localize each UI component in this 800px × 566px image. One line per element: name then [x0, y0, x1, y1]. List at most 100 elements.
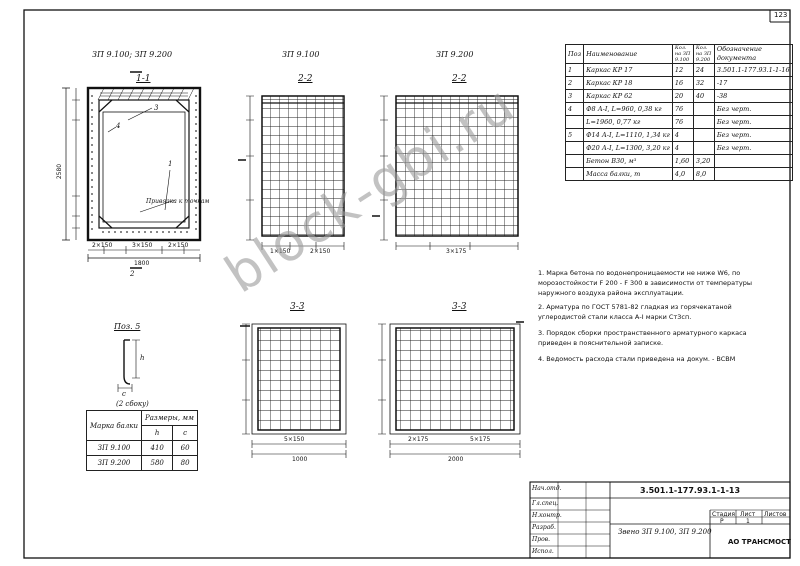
spec-cell: Ф20 А-I, L=1300, 3,20 кг: [583, 141, 673, 155]
section-3-3-right-drawing: [378, 321, 524, 458]
spec-cell: Ф8 А-I, L=960, 0,38 кг: [583, 102, 673, 116]
spec-cell: Каркас КР 18: [583, 76, 673, 90]
spec-cell: [692, 102, 715, 116]
section-label-3-3-left: 3-3: [290, 302, 305, 312]
note-1: 1. Марка бетона по водонепроницаемости н…: [538, 269, 752, 297]
spec-cell: Без черт.: [713, 141, 793, 155]
spec-cell: 5: [564, 128, 585, 142]
brand-cell: 80: [172, 455, 198, 471]
title-block-row-4: Пров.: [532, 536, 551, 543]
spec-cell: L=1960, 0,77 кг: [583, 115, 673, 129]
spec-cell: 3,20: [692, 154, 715, 168]
spec-header-pos: Поз: [564, 44, 585, 64]
title-middle: ЗП 9.100: [282, 50, 320, 59]
section-label-3-3-right: 3-3: [452, 302, 467, 312]
section-2-2-right-drawing: [372, 95, 519, 250]
brand-dimensions-table: Марка балки Размеры, мм h c ЗП 9.100 410…: [86, 410, 198, 471]
specification-table: Поз Наименование Кол. на ЗП 9.100 Кол. н…: [564, 44, 793, 181]
brand-header-sizes: Размеры, мм: [141, 410, 198, 426]
spec-cell: 1: [564, 63, 585, 77]
callout-1: 1: [168, 160, 173, 168]
spec-cell: 40: [692, 89, 715, 103]
brand-cell: 60: [172, 440, 198, 456]
table-row: ЗП 9.200 580 80: [86, 455, 198, 471]
brand-cell: ЗП 9.200: [86, 455, 142, 471]
cut-mark-2-bottom: 2: [130, 270, 135, 278]
title-left: ЗП 9.100; ЗП 9.200: [92, 50, 173, 59]
note-3: 3. Порядок сборки пространственного арма…: [538, 329, 747, 347]
spec-header-qty2: Кол. на ЗП 9.200: [692, 44, 715, 64]
spec-cell: 3.501.1-177.93.1-1-16: [713, 63, 793, 77]
spec-cell: 4: [671, 128, 694, 142]
title-block-lines: [529, 481, 791, 559]
dim-s11-height: 2580: [56, 163, 64, 180]
section-1-1-drawing: [62, 71, 202, 269]
brand-cell: ЗП 9.100: [86, 440, 142, 456]
title-block-stage-label: Стадия: [712, 511, 736, 518]
dim-s22a-bottom: 1×150: [270, 248, 291, 255]
spec-cell: Масса балки, т: [583, 167, 673, 181]
spec-cell: -38: [713, 89, 793, 103]
spec-cell: [713, 154, 793, 168]
spec-cell: 4,0: [671, 167, 694, 181]
title-block-row-1: Гл.спец.: [532, 500, 559, 507]
brand-subheader-c: c: [172, 425, 198, 441]
spec-cell: [564, 167, 585, 181]
detail-pos5-drawing: [117, 339, 140, 392]
spec-cell: Без черт.: [713, 102, 793, 116]
dim-s11-width: 1800: [134, 260, 150, 267]
note-2: 2. Арматура по ГОСТ 5781-82 гладкая из г…: [538, 303, 732, 321]
spec-cell: 24: [692, 63, 715, 77]
title-block-name: Звено ЗП 9.100, ЗП 9.200: [618, 528, 712, 536]
title-block-row-3: Разраб.: [532, 524, 556, 531]
title-block-org: АО ТРАНСМОСТ: [728, 538, 791, 546]
spec-cell: Без черт.: [713, 128, 793, 142]
table-row: ЗП 9.100 410 60: [86, 440, 198, 456]
spec-cell: [692, 115, 715, 129]
spec-cell: Каркас КР 17: [583, 63, 673, 77]
callout-4: 4: [116, 122, 121, 130]
brand-cell: 410: [140, 440, 174, 456]
brand-header-mark: Марка балки: [86, 410, 142, 441]
spec-cell: Каркас КР 62: [583, 89, 673, 103]
sheet-frame: [23, 9, 791, 559]
spec-cell: Ф14 А-I, L=1110, 1,34 кг: [583, 128, 673, 142]
section-label-2-2-right: 2-2: [452, 74, 467, 84]
spec-cell: [692, 128, 715, 142]
brand-cell: 580: [140, 455, 174, 471]
spec-cell: 20: [671, 89, 694, 103]
spec-cell: Бетон В30, м³: [583, 154, 673, 168]
spec-cell: -17: [713, 76, 793, 90]
spec-header-name: Наименование: [583, 44, 673, 64]
callout-3: 3: [154, 104, 159, 112]
dim-s33a-bottom: 5×150: [284, 436, 305, 443]
spec-cell: Без черт.: [713, 115, 793, 129]
dim-s22a-bottom2: 2×150: [310, 248, 331, 255]
dim-s11-bottom-c: 2×150: [168, 242, 189, 249]
spec-cell: [564, 115, 585, 129]
dim-s11-bottom-a: 2×150: [92, 242, 113, 249]
dim-s22b-bottom: 3×175: [446, 248, 467, 255]
spec-cell: [564, 154, 585, 168]
spec-cell: 76: [671, 115, 694, 129]
spec-cell: 1,60: [671, 154, 694, 168]
title-block-row-5: Испол.: [532, 548, 554, 555]
title-right: ЗП 9.200: [436, 50, 474, 59]
spec-cell: 16: [671, 76, 694, 90]
spec-cell: [692, 141, 715, 155]
detail-c-label: с: [122, 390, 126, 398]
dim-s33b-bottom2: 5×175: [470, 436, 491, 443]
title-block-stage: Р: [720, 518, 724, 525]
spec-cell: 4: [564, 102, 585, 116]
spec-cell: [564, 141, 585, 155]
